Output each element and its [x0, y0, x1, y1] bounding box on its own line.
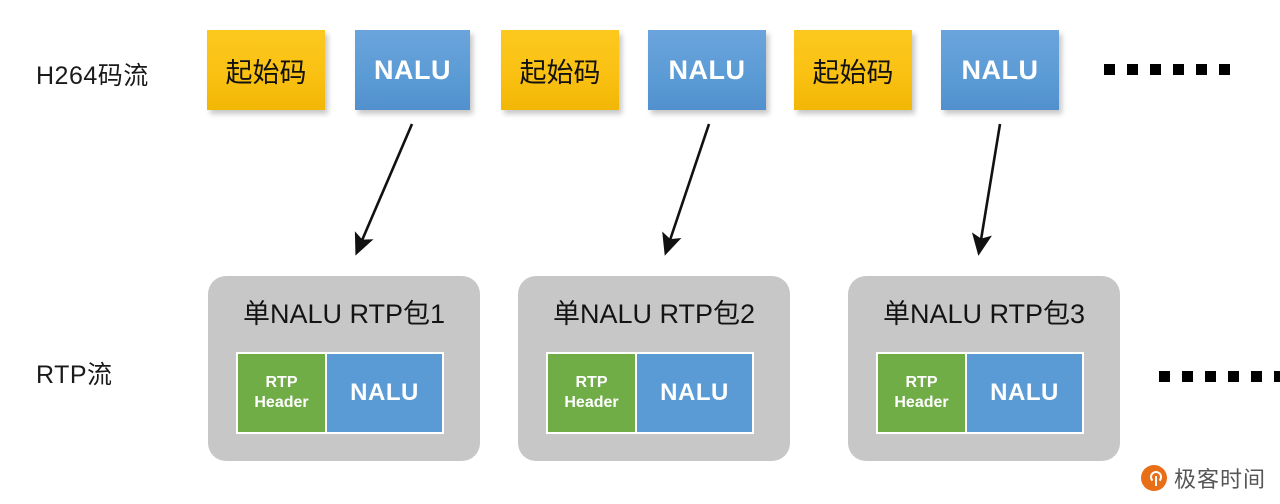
rtp-packet-3-header-line2: Header	[894, 394, 949, 411]
rtp-packet-2-title: 单NALU RTP包2	[552, 299, 756, 329]
h264-start-code-label-1: 起始码	[225, 57, 307, 88]
rtp-stream-ellipsis-icon	[1159, 371, 1280, 382]
arrow-nalu2-to-packet2	[662, 123, 711, 256]
rtp-packet-2-header-line2: Header	[564, 394, 619, 411]
h264-nalu-label-2: NALU	[668, 54, 746, 85]
geekbang-logo-icon	[1140, 465, 1167, 491]
h264-start-code-box-2: 起始码	[501, 30, 619, 110]
rtp-packet-1-title: 单NALU RTP包1	[242, 299, 446, 329]
rtp-packet-1-header-line1: RTP	[265, 373, 298, 391]
arrow-nalu1-to-packet1	[354, 123, 414, 256]
rtp-packet-1-payload-field: NALU	[327, 354, 442, 432]
rtp-packet-1-fields: RTP Header NALU	[236, 352, 444, 434]
rtp-packet-3-fields: RTP Header NALU	[876, 352, 1084, 434]
rtp-packet-2-payload-field: NALU	[637, 354, 752, 432]
rtp-stream-row-label: RTP流	[36, 361, 113, 389]
rtp-packet-2-payload-label: NALU	[660, 379, 729, 406]
rtp-packet-3-header-field: RTP Header	[878, 354, 967, 432]
rtp-packet-2: 单NALU RTP包2 RTP Header NALU	[518, 276, 790, 461]
watermark: 极客时间	[1140, 462, 1266, 494]
rtp-packet-2-header-field: RTP Header	[548, 354, 637, 432]
rtp-packet-2-fields: RTP Header NALU	[546, 352, 754, 434]
h264-nalu-box-2: NALU	[648, 30, 766, 110]
h264-nalu-box-3: NALU	[941, 30, 1059, 110]
rtp-packet-1-header-line2: Header	[254, 394, 309, 411]
h264-start-code-box-3: 起始码	[794, 30, 912, 110]
rtp-packet-1: 单NALU RTP包1 RTP Header NALU	[208, 276, 480, 461]
h264-start-code-label-2: 起始码	[519, 57, 601, 88]
rtp-packet-3-header-line1: RTP	[905, 373, 938, 391]
watermark-label: 极客时间	[1173, 467, 1266, 492]
h264-nalu-label-3: NALU	[961, 54, 1039, 85]
rtp-packet-3-payload-label: NALU	[990, 379, 1059, 406]
h264-stream-row-label: H264码流	[36, 62, 149, 90]
h264-nalu-label-1: NALU	[374, 54, 451, 85]
rtp-packet-2-header-line1: RTP	[575, 373, 608, 391]
h264-start-code-box-1: 起始码	[207, 30, 325, 110]
rtp-packet-1-header-field: RTP Header	[238, 354, 327, 432]
rtp-packet-1-payload-label: NALU	[350, 379, 419, 406]
rtp-packet-3-title: 单NALU RTP包3	[882, 299, 1086, 329]
h264-stream-ellipsis-icon	[1104, 64, 1230, 75]
arrow-nalu3-to-packet3	[971, 123, 1002, 256]
rtp-packet-3: 单NALU RTP包3 RTP Header NALU	[848, 276, 1120, 461]
h264-nalu-box-1: NALU	[355, 30, 470, 110]
h264-start-code-label-3: 起始码	[812, 57, 894, 88]
rtp-packet-3-payload-field: NALU	[967, 354, 1082, 432]
